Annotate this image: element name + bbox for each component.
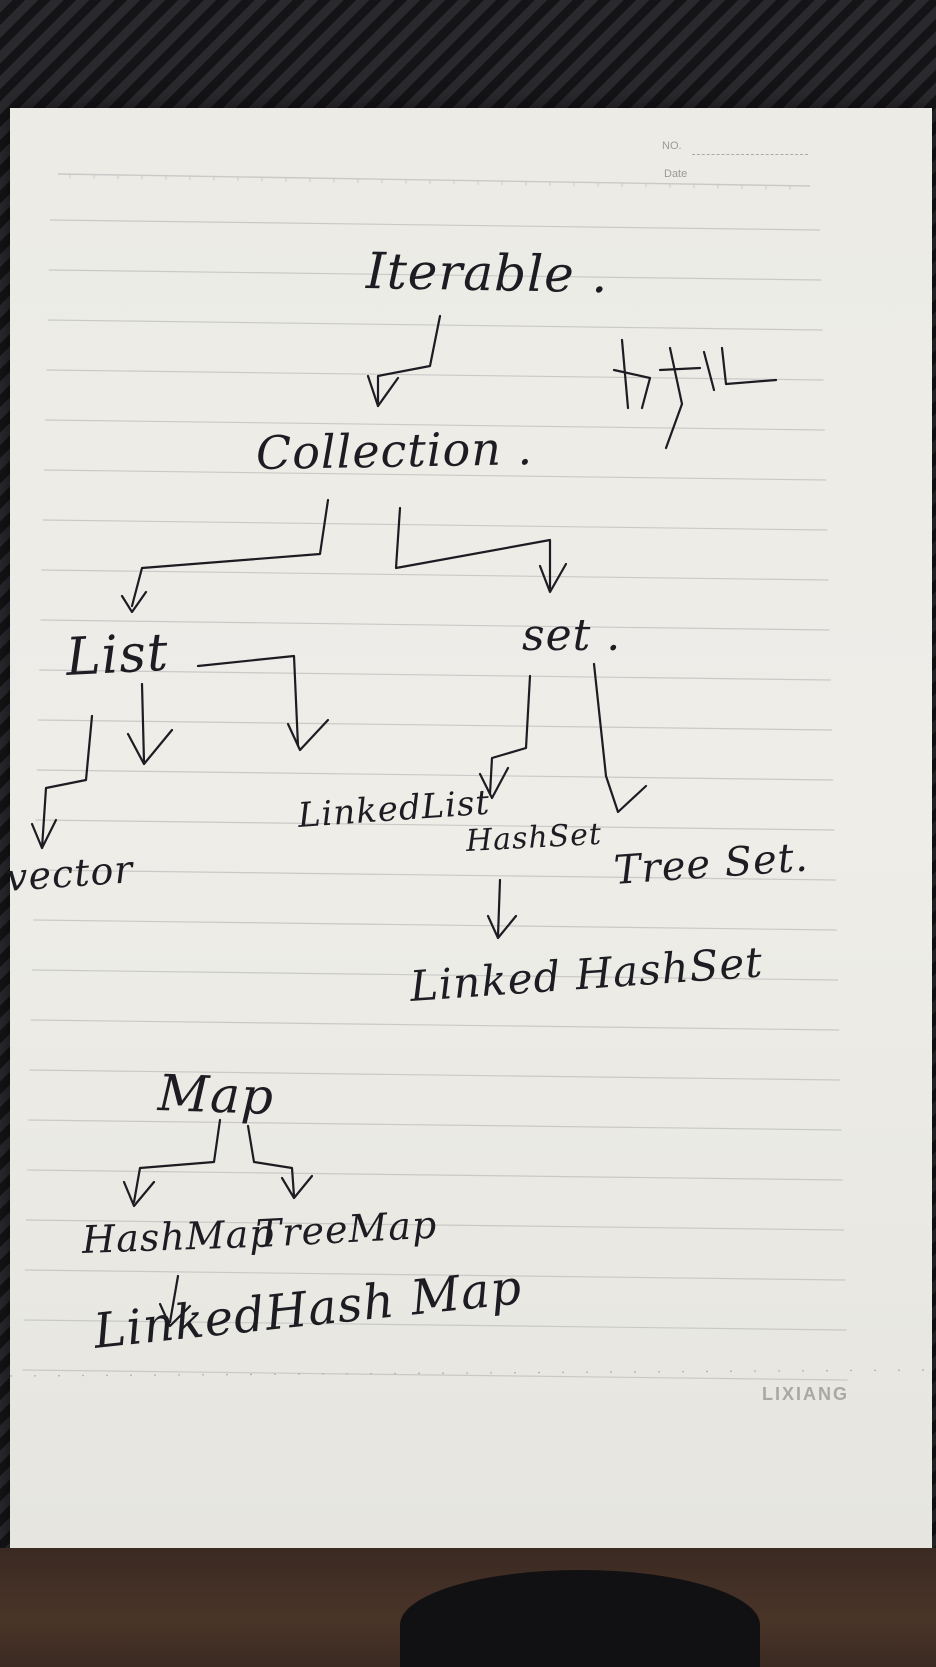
ruled-line xyxy=(35,819,835,831)
arrowhead-collection-list xyxy=(120,590,148,614)
ruled-line xyxy=(42,519,828,531)
node-map: Map xyxy=(156,1064,275,1127)
arrowhead-list-linkedlist xyxy=(286,718,330,752)
ruled-line xyxy=(37,719,833,731)
ruled-line xyxy=(33,919,837,931)
ruled-line xyxy=(29,1069,841,1081)
node-collection: Collection . xyxy=(255,421,534,480)
node-set: set . xyxy=(522,610,622,661)
ruled-line xyxy=(47,319,823,331)
arrow-set-hashset xyxy=(488,674,532,796)
ruled-line xyxy=(34,869,836,881)
ruled-line xyxy=(39,669,831,681)
arrow-map-hashmap xyxy=(132,1118,222,1204)
arrow-collection-list xyxy=(130,498,330,608)
arrow-set-treeset xyxy=(592,662,648,814)
node-list: List xyxy=(64,622,171,688)
notebook-page: NO. Date Iterable . Collection . List se… xyxy=(4,108,932,1548)
arrowhead-collection-set xyxy=(538,562,568,594)
ruled-line xyxy=(23,1319,847,1331)
ruled-line xyxy=(43,469,827,481)
arrowhead-set-hashset xyxy=(478,766,510,800)
ruled-line xyxy=(24,1269,846,1281)
arrow-collection-set xyxy=(394,506,552,590)
node-hashmap: HashMap xyxy=(81,1211,276,1262)
ruled-line xyxy=(31,969,839,981)
arrowhead-iterable-collection xyxy=(366,374,400,408)
no-underline xyxy=(692,154,808,155)
scribble-mark xyxy=(612,338,778,450)
arrow-list-linkedlist xyxy=(196,654,300,748)
ruled-line xyxy=(49,219,821,231)
arrowhead-list-araylist xyxy=(126,728,174,766)
header-rule xyxy=(57,173,811,187)
ruled-line xyxy=(25,1219,845,1231)
ruled-line xyxy=(36,769,834,781)
brand-logo: LIXIANG xyxy=(762,1384,850,1404)
ruled-lines xyxy=(10,173,932,1381)
ruled-line xyxy=(40,619,830,631)
bottom-rule xyxy=(10,1369,932,1377)
ruled-line xyxy=(41,569,829,581)
ruled-line xyxy=(30,1019,840,1031)
node-iterable: Iterable . xyxy=(365,242,610,305)
arrowhead-map-treemap xyxy=(280,1174,314,1200)
date-label: Date xyxy=(664,168,688,180)
ruled-line xyxy=(45,419,825,431)
arrow-list-araylist xyxy=(140,682,146,764)
arrowhead-hashmap-linkedhashmap xyxy=(158,1302,192,1328)
node-vector: vector xyxy=(4,847,135,900)
no-label: NO. xyxy=(662,140,682,152)
arrowhead-hashset-linkedhashset xyxy=(486,914,518,940)
arrowhead-map-hashmap xyxy=(122,1180,156,1208)
hierarchy-arrows xyxy=(30,314,778,1328)
arrow-hashset-linkedhashset xyxy=(496,878,502,938)
arrow-hashmap-linkedhashmap xyxy=(168,1274,180,1324)
ruled-line xyxy=(28,1119,842,1131)
ruled-line xyxy=(48,269,822,281)
ruled-line xyxy=(22,1369,848,1381)
arrowhead-list-vector xyxy=(30,818,58,850)
shadow-object xyxy=(400,1570,760,1667)
node-hashset: HashSet xyxy=(465,816,603,859)
arrow-iterable-collection xyxy=(376,314,442,408)
arrow-list-vector xyxy=(40,714,94,850)
arrow-map-treemap xyxy=(246,1124,296,1198)
ruled-line xyxy=(46,369,824,381)
ruled-line xyxy=(27,1169,843,1181)
